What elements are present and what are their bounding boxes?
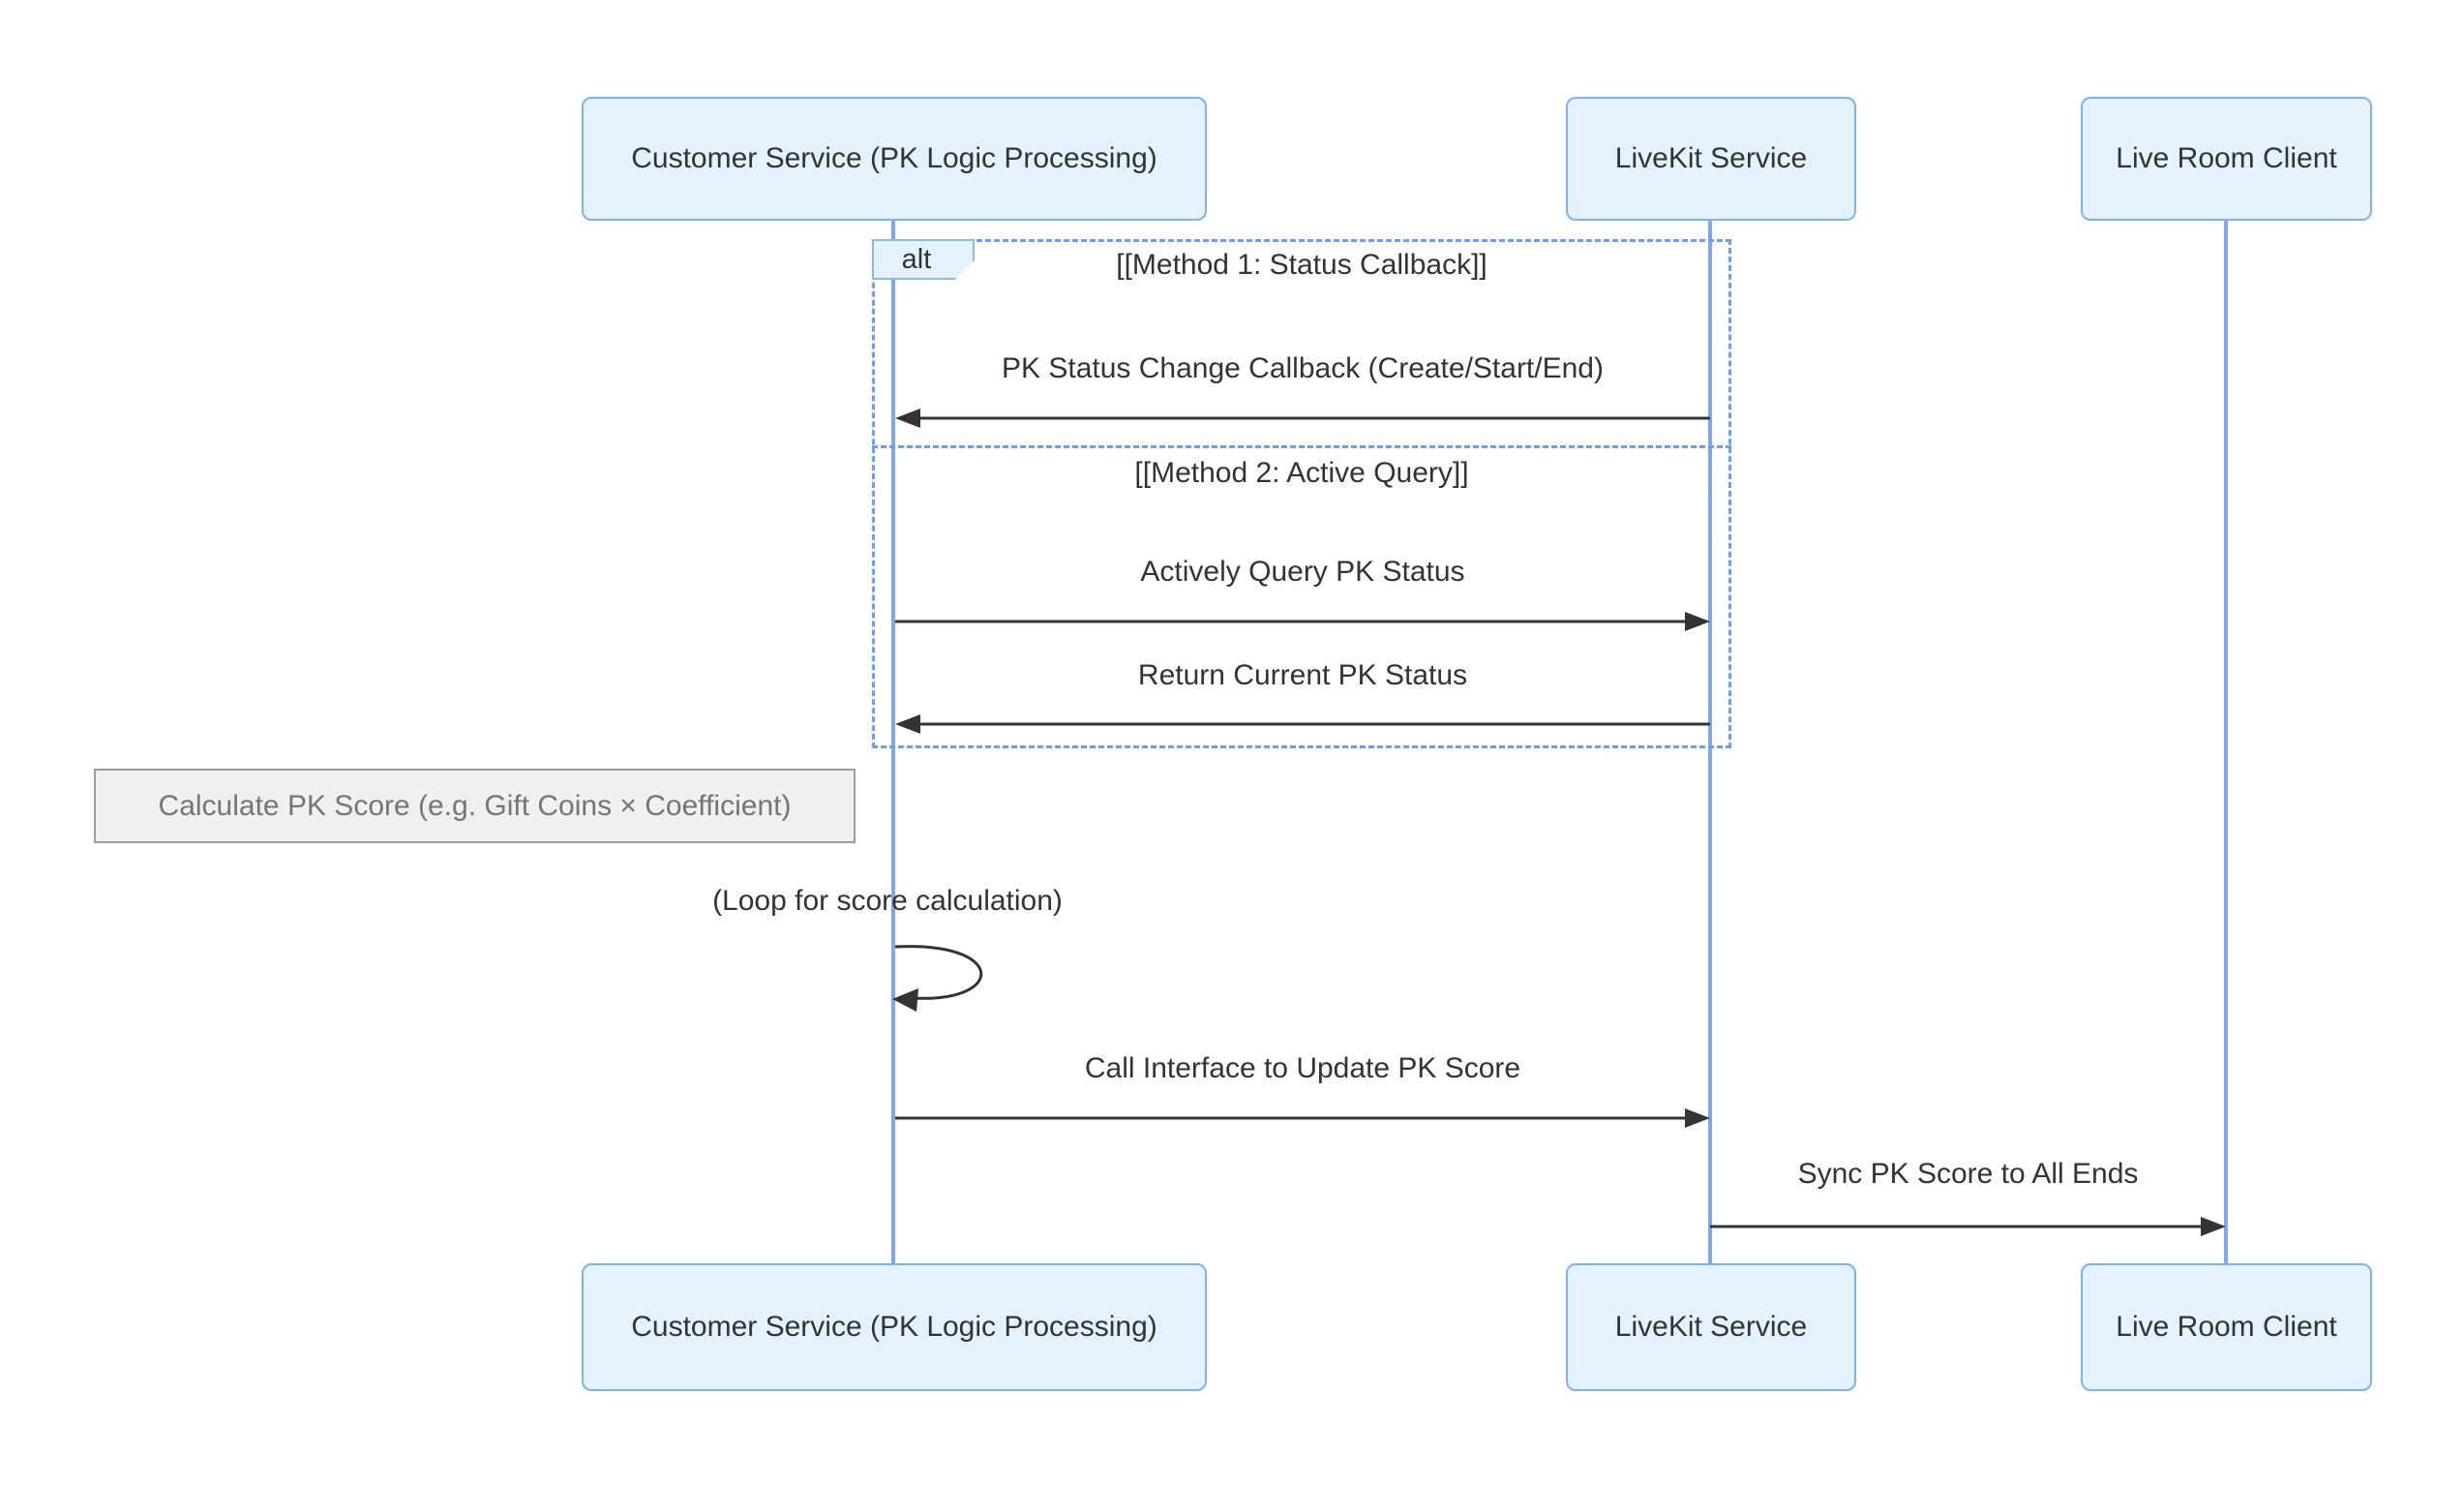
message-arrow-4-head bbox=[1685, 1108, 1710, 1128]
message-3-label: Return Current PK Status bbox=[1137, 659, 1468, 691]
actor-label: LiveKit Service bbox=[1614, 142, 1808, 174]
self-loop-label: (Loop for score calculation) bbox=[712, 885, 1063, 917]
message-arrow-5-head bbox=[2201, 1217, 2226, 1236]
self-loop-arrow-head bbox=[892, 988, 918, 1012]
actor-bottom-live-room-client: Live Room Client bbox=[2081, 1263, 2372, 1391]
actor-label: Customer Service (PK Logic Processing) bbox=[631, 142, 1157, 174]
actor-label: LiveKit Service bbox=[1614, 1311, 1808, 1343]
message-5-label: Sync PK Score to All Ends bbox=[1797, 1158, 2139, 1190]
alt-section-divider bbox=[872, 445, 1731, 448]
message-2-label: Actively Query PK Status bbox=[1140, 556, 1465, 588]
alt-section-1-title: [[Method 1: Status Callback]] bbox=[1116, 249, 1487, 281]
message-1-label: PK Status Change Callback (Create/Start/… bbox=[1002, 352, 1604, 384]
alt-frame-label-text: alt bbox=[901, 243, 932, 275]
actor-label: Live Room Client bbox=[2116, 1311, 2337, 1343]
note-box: Calculate PK Score (e.g. Gift Coins × Co… bbox=[94, 769, 856, 843]
actor-top-customer-service: Customer Service (PK Logic Processing) bbox=[582, 97, 1207, 221]
actor-bottom-customer-service: Customer Service (PK Logic Processing) bbox=[582, 1263, 1207, 1391]
message-4-label: Call Interface to Update PK Score bbox=[1084, 1052, 1521, 1084]
note-text: Calculate PK Score (e.g. Gift Coins × Co… bbox=[158, 789, 792, 822]
actor-top-livekit-service: LiveKit Service bbox=[1566, 97, 1856, 221]
alt-section-2-title: [[Method 2: Active Query]] bbox=[1134, 457, 1469, 489]
actor-label: Customer Service (PK Logic Processing) bbox=[631, 1311, 1157, 1343]
alt-frame-label: alt bbox=[872, 239, 975, 280]
self-loop-arrow bbox=[894, 945, 983, 1000]
alt-frame bbox=[872, 239, 1731, 748]
actor-top-live-room-client: Live Room Client bbox=[2081, 97, 2372, 221]
actor-label: Live Room Client bbox=[2116, 142, 2337, 174]
actor-bottom-livekit-service: LiveKit Service bbox=[1566, 1263, 1856, 1391]
